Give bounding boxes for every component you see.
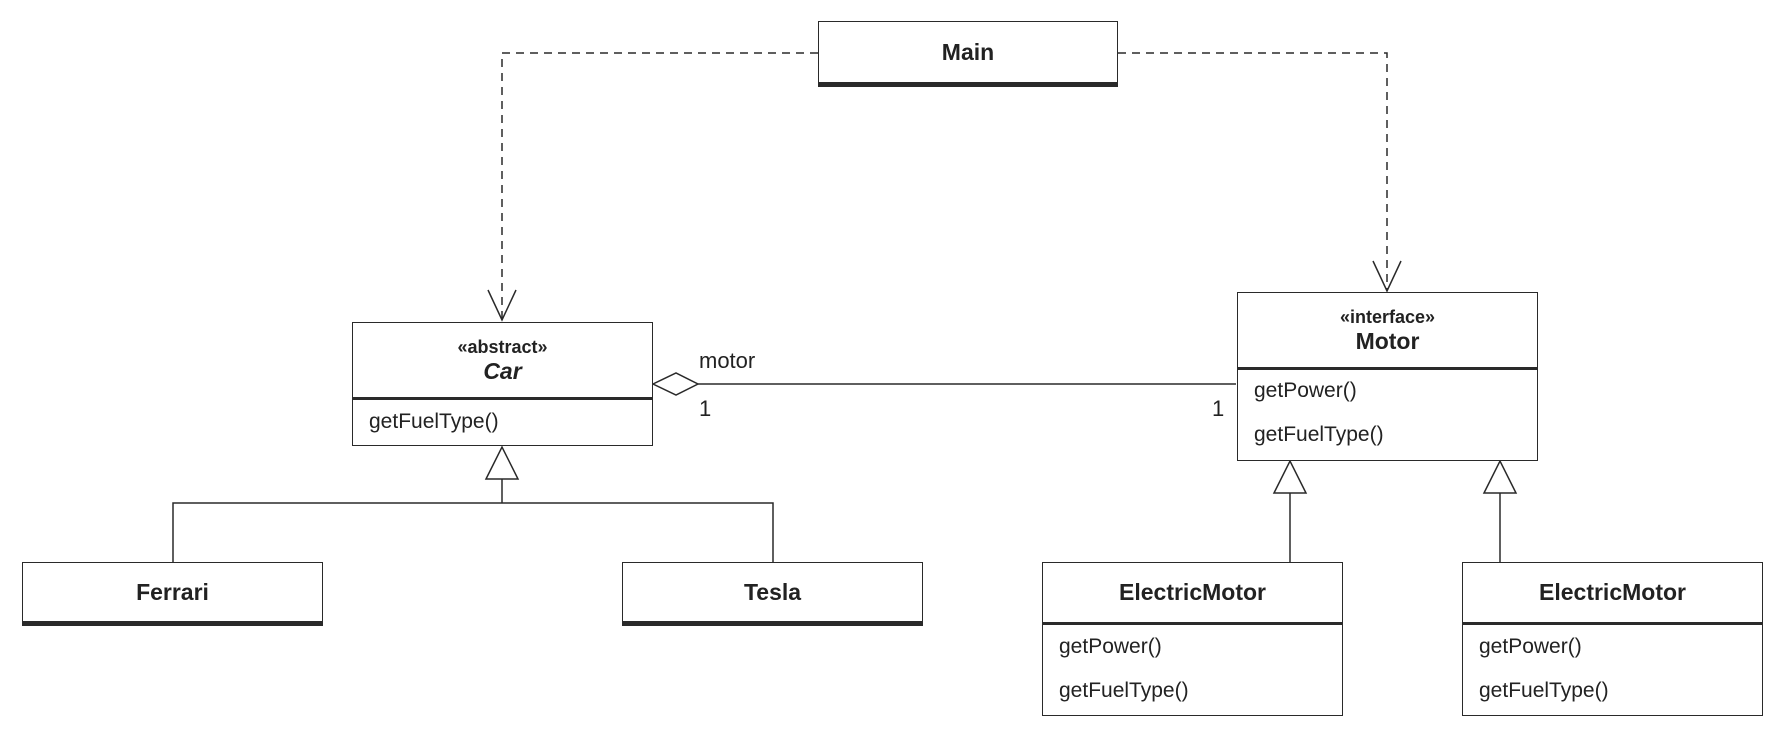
method-motor-getfueltype: getFuelType() (1254, 423, 1384, 446)
method-motor-getpower: getPower() (1254, 379, 1357, 402)
method-electricmotor-1-getpower: getPower() (1059, 635, 1162, 658)
class-motor[interactable]: «interface» Motor getPower() getFuelType… (1237, 292, 1538, 461)
class-ferrari-header: Ferrari (23, 563, 322, 621)
class-car-stereotype: «abstract» (457, 336, 548, 357)
class-electricmotor-1[interactable]: ElectricMotor getPower() getFuelType() (1042, 562, 1343, 716)
class-main-header: Main (819, 22, 1117, 82)
class-electricmotor-1-header: ElectricMotor (1043, 563, 1342, 625)
class-motor-name: Motor (1355, 327, 1420, 354)
dependency-main-motor (1118, 52, 1388, 291)
dependency-main-car (501, 52, 818, 320)
class-motor-stereotype: «interface» (1339, 306, 1436, 327)
class-electricmotor-1-name: ElectricMotor (1119, 579, 1266, 605)
method-car-getfueltype: getFuelType() (369, 410, 499, 433)
class-car-name: Car (483, 357, 522, 384)
method-electricmotor-2-getfueltype: getFuelType() (1479, 679, 1609, 702)
class-main[interactable]: Main (818, 21, 1118, 87)
aggregation-diamond (651, 372, 700, 396)
association-role-motor: motor (699, 348, 756, 373)
generalization-car-branches (172, 502, 774, 562)
class-electricmotor-2-name: ElectricMotor (1539, 579, 1686, 605)
class-ferrari[interactable]: Ferrari (22, 562, 323, 626)
generalization-electricmotor2-triangle (1482, 459, 1518, 494)
class-car[interactable]: «abstract» Car getFuelType() (352, 322, 653, 446)
class-electricmotor-2[interactable]: ElectricMotor getPower() getFuelType() (1462, 562, 1763, 716)
class-motor-methods: getPower() getFuelType() (1238, 370, 1537, 447)
generalization-car-triangle (484, 445, 520, 480)
class-tesla[interactable]: Tesla (622, 562, 923, 626)
class-electricmotor-1-methods: getPower() getFuelType() (1043, 625, 1342, 703)
method-electricmotor-1-getfueltype: getFuelType() (1059, 679, 1189, 702)
generalization-electricmotor1-triangle (1272, 459, 1308, 494)
dependency-main-car-arrowhead (487, 289, 517, 322)
class-main-name: Main (941, 38, 995, 65)
association-multiplicity-motor-side: 1 (1212, 396, 1225, 421)
class-car-methods: getFuelType() (353, 400, 652, 434)
class-car-header: «abstract» Car (353, 323, 652, 400)
class-electricmotor-2-methods: getPower() getFuelType() (1463, 625, 1762, 703)
dependency-main-motor-arrowhead (1372, 260, 1402, 293)
class-tesla-name: Tesla (743, 578, 802, 605)
class-tesla-header: Tesla (623, 563, 922, 621)
class-ferrari-name: Ferrari (136, 578, 209, 605)
method-electricmotor-2-getpower: getPower() (1479, 635, 1582, 658)
association-multiplicity-car-side: 1 (699, 396, 712, 421)
class-electricmotor-2-header: ElectricMotor (1463, 563, 1762, 625)
class-motor-header: «interface» Motor (1238, 293, 1537, 370)
